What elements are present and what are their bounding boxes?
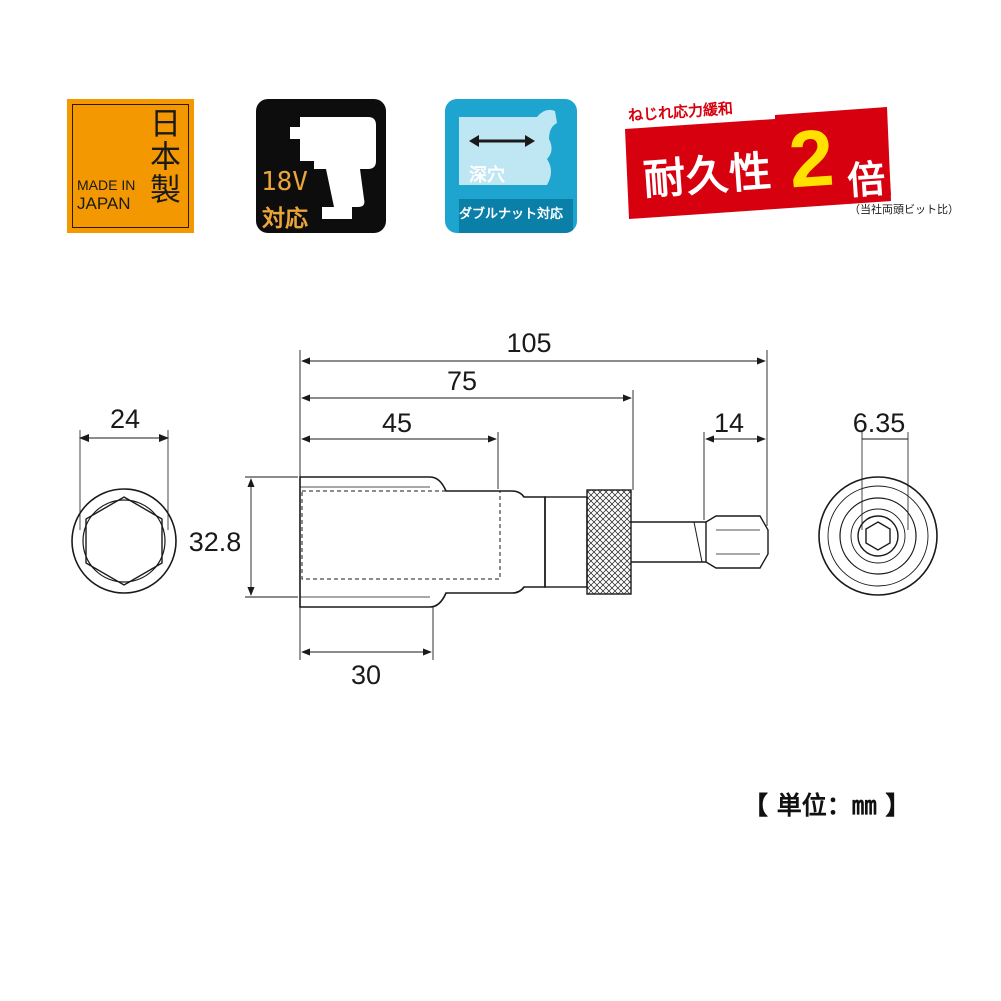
made-in-japan-badge: 日本製 MADE IN JAPAN [67,99,194,233]
dim-hex-shank: 14 [714,408,744,438]
deep-socket-arrows-icon [459,109,573,233]
dim-depth: 45 [382,408,412,438]
dimension-lines [245,350,768,660]
unit-note: 【 単位：㎜ 】 [743,791,911,820]
dim-total-length: 105 [506,328,551,358]
durability-banner-shape [625,107,891,219]
deep-hole-label: 深穴 [469,165,505,186]
dim-body-diameter: 32.8 [189,527,242,557]
impact-driver-icon [290,117,376,219]
voltage-label: 18V [261,167,308,197]
support-label: 対応 [262,206,308,232]
dim-socket-length: 75 [447,366,477,396]
side-view [299,476,769,608]
dim-outer-diameter: 24 [110,404,140,434]
made-in-label: MADE IN [77,177,136,193]
double-nut-label: ダブルナット対応 [458,207,563,222]
comparison-note: （当社両頭ビット比） [849,203,959,216]
made-in-japan-kanji: 日本製 [144,107,180,206]
18v-support-badge: 18V 対応 [256,99,386,233]
durability-banner: ねじれ応力緩和 耐久性 2 倍 （当社両頭ビット比） [625,97,975,237]
rear-end-view [818,432,938,596]
dim-head-length: 30 [351,660,381,690]
badge-frame [72,104,189,228]
dim-bit-size: 6.35 [853,408,906,438]
front-end-view [71,430,177,594]
deep-socket-badge: 深穴 ダブルナット対応 [445,99,577,233]
japan-label: JAPAN [77,194,131,213]
